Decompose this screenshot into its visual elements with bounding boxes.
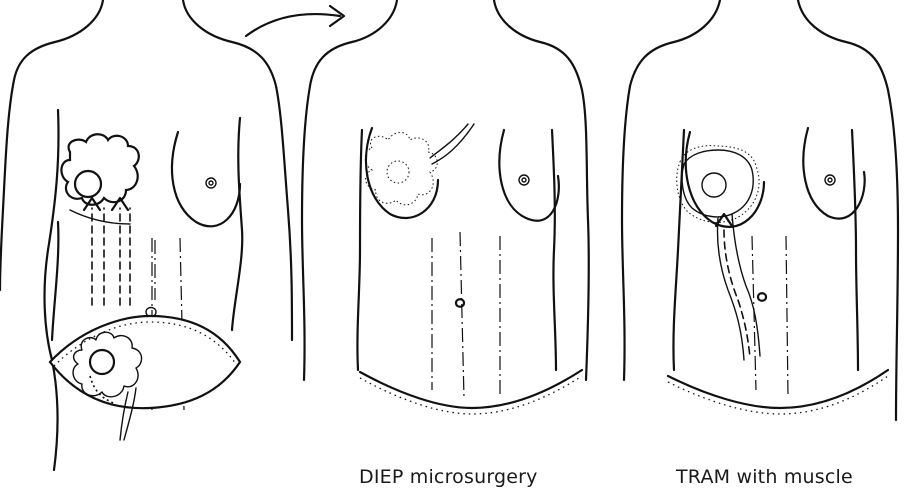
torso-middle xyxy=(300,0,590,415)
torso-right xyxy=(620,0,900,422)
caption-tram: TRAM with muscle xyxy=(676,466,853,488)
torso-left xyxy=(0,0,294,472)
donor-flap xyxy=(48,314,242,410)
recipient-flap-outline xyxy=(60,133,140,206)
nipple-site xyxy=(73,169,103,199)
caption-diep: DIEP microsurgery xyxy=(359,466,538,488)
curved-arrow-icon xyxy=(244,4,346,38)
diep-flap-outline xyxy=(364,132,438,206)
